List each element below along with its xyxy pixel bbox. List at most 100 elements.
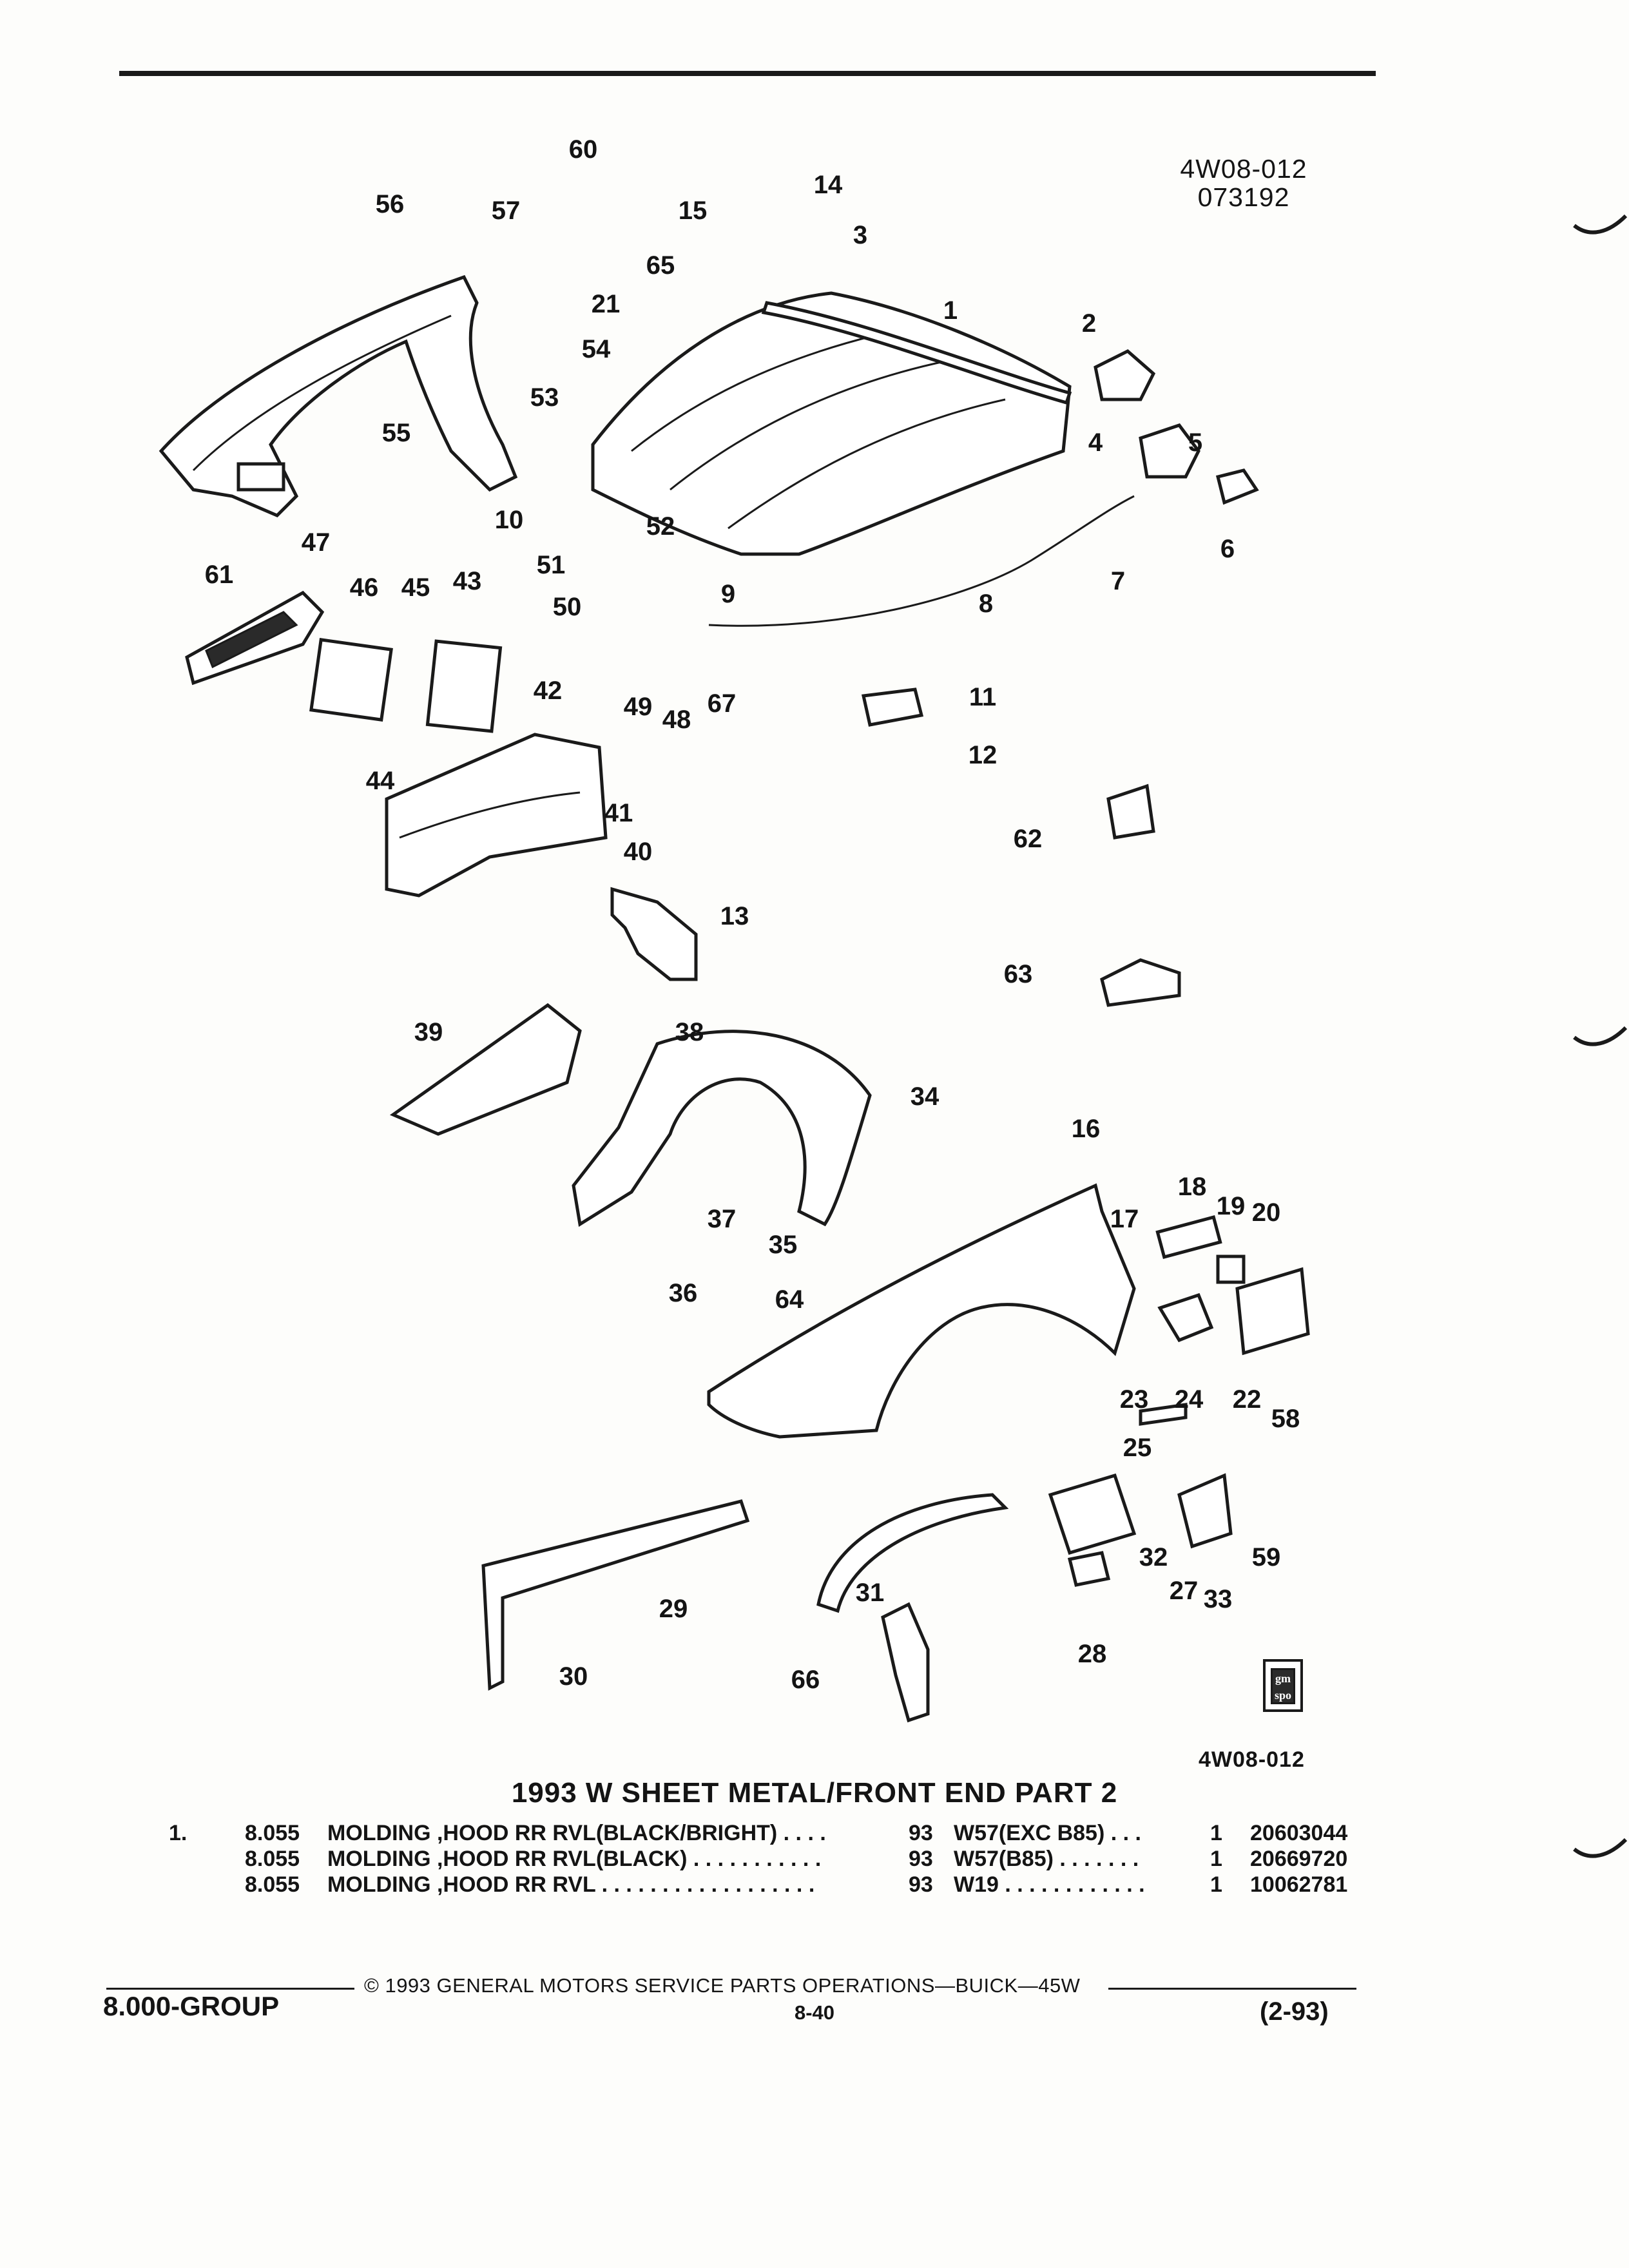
callout-42: 42 [534, 677, 563, 705]
lamp-part-18 [1155, 1215, 1222, 1260]
bracket-62 [1106, 783, 1155, 840]
callout-11: 11 [969, 683, 996, 711]
gm-spo-logo-text: gm spo [1271, 1668, 1295, 1704]
model-year: 93 [909, 1847, 933, 1871]
callout-51: 51 [537, 551, 566, 579]
callout-65: 65 [646, 251, 675, 280]
group-label: 8.000-GROUP [103, 1991, 280, 2021]
callout-4: 4 [1088, 428, 1103, 457]
callout-44: 44 [366, 767, 395, 795]
part-description: MOLDING ,HOOD RR RVL(BLACK) . . . . . . … [327, 1847, 822, 1871]
parts-table: 1. 8.055 MOLDING ,HOOD RR RVL(BLACK/BRIG… [0, 1821, 1629, 1898]
model-usage: W57(EXC B85) . . . [954, 1821, 1141, 1845]
callout-9: 9 [721, 580, 735, 608]
callout-13: 13 [720, 902, 749, 930]
callout-55: 55 [382, 419, 411, 447]
parts-row: 8.055 MOLDING ,HOOD RR RVL(BLACK) . . . … [0, 1847, 1629, 1872]
callout-27: 27 [1170, 1577, 1199, 1605]
bracket-27 [1067, 1551, 1111, 1587]
release-cable [708, 495, 1135, 627]
headlamp-20 [1235, 1267, 1310, 1356]
callout-34: 34 [911, 1082, 940, 1111]
part-description: MOLDING ,HOOD RR RVL . . . . . . . . . .… [327, 1872, 815, 1897]
callout-50: 50 [553, 593, 582, 621]
callout-49: 49 [624, 693, 653, 721]
callout-39: 39 [414, 1018, 443, 1046]
model-year: 93 [909, 1872, 933, 1897]
headlamp-housing-24 [1157, 1293, 1214, 1343]
splash-shield-39 [389, 1003, 582, 1136]
lamp-part-33 [1177, 1473, 1233, 1549]
part-number: 20603044 [1250, 1821, 1348, 1845]
callout-25: 25 [1123, 1434, 1152, 1462]
callout-62: 62 [1014, 825, 1043, 853]
callout-66: 66 [791, 1666, 820, 1694]
page-number: 8-40 [794, 2001, 835, 2024]
quantity: 1 [1210, 1872, 1222, 1897]
callout-8: 8 [979, 590, 993, 618]
callout-67: 67 [708, 689, 737, 718]
callout-54: 54 [582, 335, 611, 363]
bracket-13 [610, 887, 698, 981]
lamp-part-19 [1216, 1254, 1246, 1284]
wheel-opening-molding [816, 1493, 1009, 1613]
splash-guard-66 [881, 1602, 930, 1723]
callout-6: 6 [1220, 535, 1235, 563]
group-number: 8.055 [245, 1847, 300, 1871]
callout-29: 29 [659, 1595, 688, 1623]
quantity: 1 [1210, 1821, 1222, 1845]
part-number: 10062781 [1250, 1872, 1348, 1897]
callout-58: 58 [1271, 1405, 1300, 1433]
callout-41: 41 [604, 799, 633, 827]
hood-stop [861, 687, 924, 727]
callout-1: 1 [943, 296, 958, 325]
callout-20: 20 [1252, 1198, 1281, 1227]
drawing-identifier: 4W08-012 073192 [1147, 155, 1340, 211]
callout-23: 23 [1120, 1385, 1149, 1414]
callout-48: 48 [662, 706, 691, 734]
drawing-number: 4W08-012 [1180, 154, 1307, 184]
section-title: 1993 W SHEET METAL/FRONT END PART 2 [511, 1777, 1118, 1809]
callout-2: 2 [1082, 309, 1096, 338]
callout-46: 46 [350, 573, 379, 602]
lamp-part-32 [1048, 1473, 1137, 1555]
callout-57: 57 [492, 197, 521, 225]
callout-10: 10 [495, 506, 524, 534]
drawing-number-bottom: 4W08-012 [1199, 1747, 1305, 1772]
callout-17: 17 [1110, 1205, 1139, 1233]
callout-37: 37 [708, 1205, 737, 1233]
callout-38: 38 [675, 1018, 704, 1046]
callout-60: 60 [569, 135, 598, 164]
hood-latch-bracket [1094, 349, 1156, 401]
hood-latch [1139, 423, 1200, 479]
callout-36: 36 [669, 1279, 698, 1307]
callout-3: 3 [853, 221, 867, 249]
footer-rule-right [1108, 1988, 1356, 1990]
gm-spo-logo: gm spo [1263, 1659, 1303, 1712]
callout-47: 47 [302, 528, 331, 557]
copyright-notice: © 1993 GENERAL MOTORS SERVICE PARTS OPER… [364, 1974, 1081, 1997]
control-module [309, 638, 393, 722]
callout-53: 53 [530, 383, 559, 412]
callout-5: 5 [1188, 428, 1202, 457]
model-year: 93 [909, 1821, 933, 1845]
callout-31: 31 [856, 1579, 885, 1607]
parts-row: 1. 8.055 MOLDING ,HOOD RR RVL(BLACK/BRIG… [0, 1821, 1629, 1847]
reference-number: 1. [169, 1821, 188, 1845]
drawing-date: 073192 [1197, 182, 1290, 212]
callout-22: 22 [1233, 1385, 1262, 1414]
header-rule [119, 71, 1376, 76]
callout-15: 15 [679, 197, 708, 225]
quantity: 1 [1210, 1847, 1222, 1871]
revision-date: (2-93) [1260, 1997, 1329, 2026]
binder-hole-mark [1573, 1026, 1628, 1046]
part-description: MOLDING ,HOOD RR RVL(BLACK/BRIGHT) . . .… [327, 1821, 826, 1845]
group-number: 8.055 [245, 1872, 300, 1897]
latch-release [1215, 468, 1259, 505]
wheelhouse-liner [572, 1030, 872, 1227]
callout-33: 33 [1204, 1585, 1233, 1613]
callout-61: 61 [205, 561, 234, 589]
callout-64: 64 [775, 1285, 804, 1314]
rocker-molding [481, 1499, 750, 1691]
